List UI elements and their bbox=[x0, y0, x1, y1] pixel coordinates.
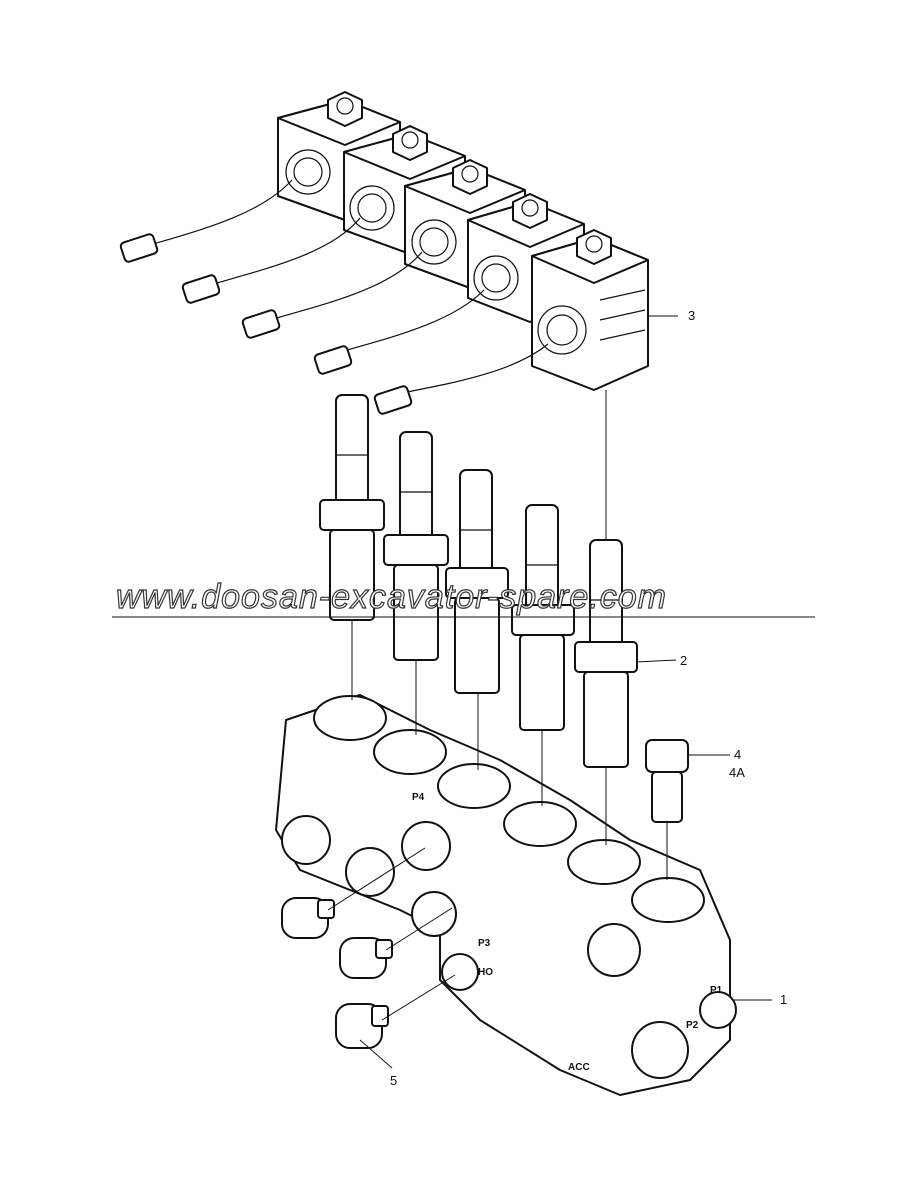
callout-2: 2 bbox=[680, 653, 687, 668]
port-label-p3: P3 bbox=[478, 938, 491, 949]
port-label-p4: P4 bbox=[412, 792, 425, 803]
hex-plug bbox=[339, 937, 393, 979]
callout-3: 3 bbox=[688, 308, 695, 323]
solenoid-coil bbox=[531, 229, 649, 391]
port-label-acc: ACC bbox=[568, 1062, 590, 1073]
hex-plugs bbox=[281, 897, 393, 1049]
hex-plug bbox=[281, 897, 335, 939]
callout-leaders bbox=[359, 315, 772, 1069]
coil-wire-leads bbox=[149, 179, 549, 396]
valve-cartridge bbox=[319, 394, 385, 621]
callout-5: 5 bbox=[390, 1073, 397, 1088]
assembly-alignment-lines bbox=[327, 390, 668, 1021]
valve-cartridge bbox=[574, 539, 638, 768]
callout-4: 4 bbox=[734, 747, 741, 762]
valve-cartridge bbox=[383, 431, 449, 661]
port-label-p1: P1 bbox=[710, 985, 723, 996]
port-label-p2: P2 bbox=[686, 1020, 699, 1031]
valve-cartridge bbox=[445, 469, 509, 694]
callout-4a: 4A bbox=[729, 765, 745, 780]
valve-manifold-block: P4 P3 HO P1 P2 ACC bbox=[275, 694, 737, 1096]
check-valve-plug bbox=[645, 739, 689, 823]
valve-cartridge bbox=[511, 504, 575, 731]
watermark: www.doosan-excavator-spare.com bbox=[112, 577, 815, 618]
callout-1: 1 bbox=[780, 992, 787, 1007]
wire-connector-plugs bbox=[119, 233, 413, 415]
solenoid-coil-assembly bbox=[119, 91, 649, 415]
watermark-text: www.doosan-excavator-spare.com bbox=[116, 578, 667, 616]
solenoid-valve-cartridges bbox=[319, 394, 638, 768]
port-label-ho: HO bbox=[478, 967, 493, 978]
